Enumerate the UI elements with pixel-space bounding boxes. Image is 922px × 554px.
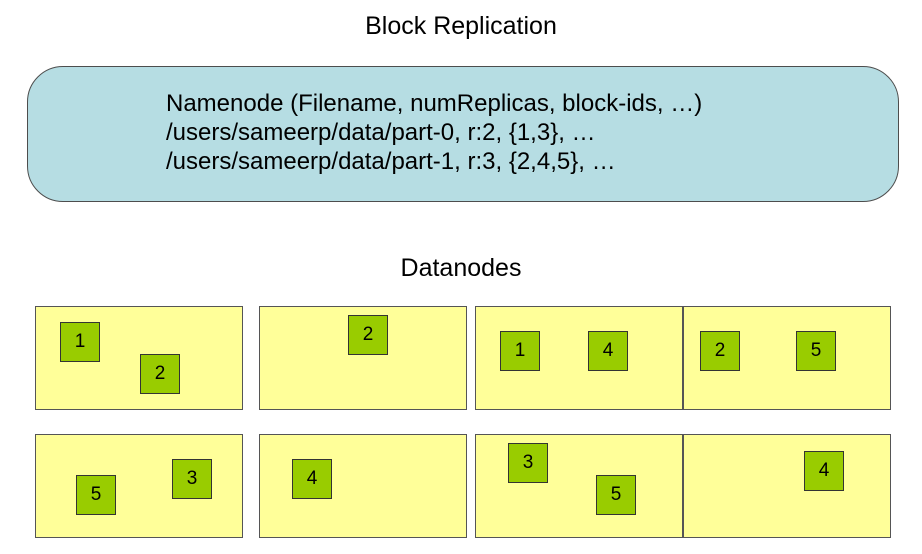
datanode: 1 4	[475, 306, 683, 410]
datanode: 2 5	[683, 306, 891, 410]
namenode-text: Namenode (Filename, numReplicas, block-i…	[166, 89, 702, 176]
datanode: 4	[683, 434, 891, 538]
diagram-title: Block Replication	[365, 12, 557, 40]
block: 2	[140, 354, 180, 394]
block: 3	[508, 443, 548, 483]
namenode-header-line: Namenode (Filename, numReplicas, block-i…	[166, 90, 703, 117]
block: 4	[804, 451, 844, 491]
datanode: 1 2	[35, 306, 243, 410]
block: 1	[60, 322, 100, 362]
datanode: 4	[259, 434, 467, 538]
block: 4	[588, 331, 628, 371]
block: 1	[500, 331, 540, 371]
block: 5	[796, 331, 836, 371]
block: 5	[76, 475, 116, 515]
block: 4	[292, 459, 332, 499]
namenode-file-line: /users/sameerp/data/part-0, r:2, {1,3}, …	[166, 119, 596, 146]
block: 2	[348, 315, 388, 355]
block: 2	[700, 331, 740, 371]
datanode: 3 5	[475, 434, 683, 538]
block: 5	[596, 475, 636, 515]
datanodes-label: Datanodes	[400, 254, 522, 282]
datanode: 2	[259, 306, 467, 410]
block: 3	[172, 459, 212, 499]
namenode-box: Namenode (Filename, numReplicas, block-i…	[27, 66, 899, 202]
namenode-file-line: /users/sameerp/data/part-1, r:3, {2,4,5}…	[166, 148, 616, 175]
datanode: 5 3	[35, 434, 243, 538]
